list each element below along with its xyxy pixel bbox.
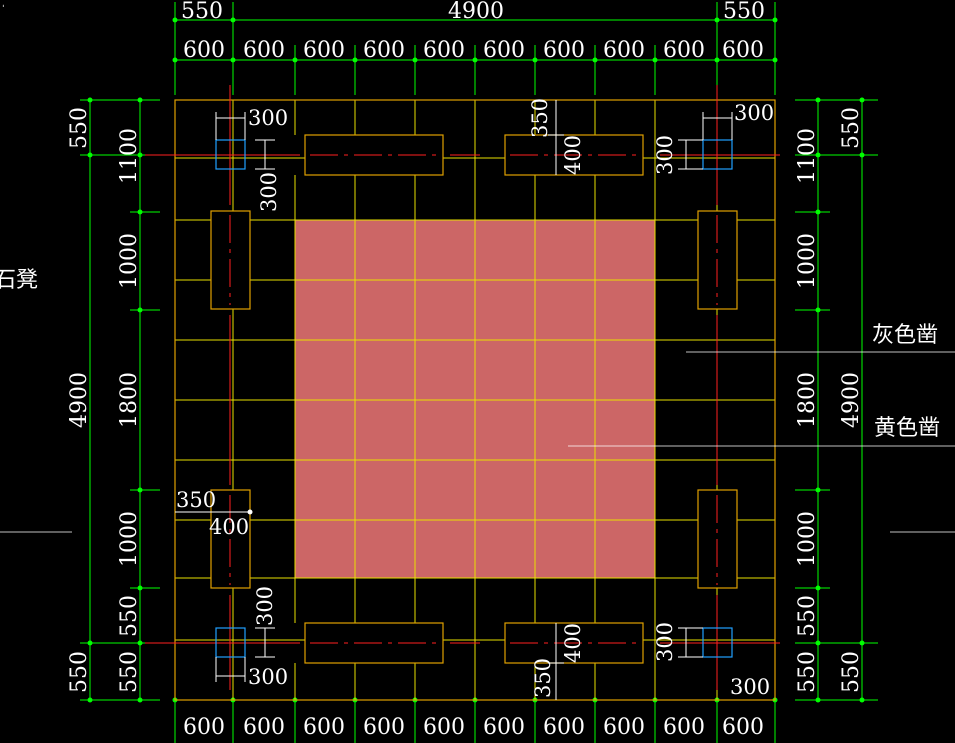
dim-pier-top-right-height: 300 (653, 135, 677, 175)
dim-right-outer-top-edge: 550 (839, 107, 864, 149)
label-stone-bench: 石凳 (0, 268, 38, 293)
pier-boxes (215, 139, 733, 658)
center-lines (145, 85, 780, 690)
dim-bench-bottom-offset: 350 (531, 658, 555, 698)
label-yellow-stone: 黄色凿 (874, 416, 940, 441)
dim-left-row-1800: 1800 (117, 372, 142, 428)
dim-left-outer-total: 4900 (67, 372, 92, 428)
dim-pier-bottom-left-height: 300 (253, 586, 277, 626)
dim-pier-bottom-right-width: 300 (730, 675, 770, 699)
dim-bench-left-offset: 350 (176, 488, 216, 512)
dim-left-outer-top-edge: 550 (67, 107, 92, 149)
dim-left-row-1000-b: 1000 (117, 511, 142, 567)
detail-dim-lines (175, 100, 733, 700)
dim-top-grid-7: 600 (543, 38, 585, 63)
dim-top-grid-3: 600 (303, 38, 345, 63)
dim-bottom-grid-7: 600 (543, 715, 585, 740)
dim-left-row-1100: 1100 (117, 128, 142, 184)
dim-bottom-grid-6: 600 (483, 715, 525, 740)
dim-pier-bottom-right-height: 300 (653, 622, 677, 662)
dim-bottom-grid-8: 600 (603, 715, 645, 740)
dim-left-row-550-a: 550 (117, 595, 142, 637)
dim-top-left-edge: 550 (181, 0, 223, 24)
dim-right-outer-bottom-edge: 550 (839, 651, 864, 693)
dim-left-outer-bottom-edge: 550 (67, 651, 92, 693)
dim-right-row-1800: 1800 (795, 372, 820, 428)
dim-bottom-grid-9: 600 (663, 715, 705, 740)
dim-top-grid-1: 600 (183, 38, 225, 63)
dim-top-grid-10: 600 (722, 38, 764, 63)
dim-bottom-grid-10: 600 (722, 715, 764, 740)
dim-right-row-1000-a: 1000 (795, 233, 820, 289)
dim-right-outer-total: 4900 (839, 372, 864, 428)
dim-bottom-grid-4: 600 (363, 715, 405, 740)
dim-bottom-grid-3: 600 (303, 715, 345, 740)
dim-bench-bottom-height: 400 (561, 623, 585, 663)
dim-pier-bottom-left-width: 300 (248, 665, 288, 689)
dim-top-grid-5: 600 (423, 38, 465, 63)
corner-fragment: ˌ (2, 0, 4, 9)
dim-top-grid-8: 600 (603, 38, 645, 63)
dim-pier-top-right-width: 300 (734, 101, 774, 125)
dim-bottom-grid-1: 600 (183, 715, 225, 740)
dim-left-row-1000-a: 1000 (117, 233, 142, 289)
dim-bench-top-offset: 350 (528, 98, 552, 138)
leader-lines (0, 351, 955, 533)
dim-top-grid-2: 600 (243, 38, 285, 63)
label-gray-stone: 灰色凿 (872, 323, 938, 348)
dim-right-row-1100: 1100 (795, 128, 820, 184)
dim-top-right-edge: 550 (723, 0, 765, 24)
dim-right-row-1000-b: 1000 (795, 511, 820, 567)
dim-top-grid-6: 600 (483, 38, 525, 63)
dim-bench-left-height: 400 (209, 515, 249, 539)
dim-pier-top-left-width: 300 (248, 106, 288, 130)
dim-bench-top-height: 400 (561, 135, 585, 175)
dim-bottom-grid-2: 600 (243, 715, 285, 740)
dim-right-row-550-b: 550 (795, 651, 820, 693)
dim-pier-top-left-height: 300 (257, 172, 281, 212)
dim-bottom-grid-5: 600 (423, 715, 465, 740)
dim-top-grid-4: 600 (363, 38, 405, 63)
dim-top-total: 4900 (448, 0, 504, 24)
dim-right-row-550-a: 550 (795, 595, 820, 637)
dim-left-row-550-b: 550 (117, 651, 142, 693)
dim-top-grid-9: 600 (663, 38, 705, 63)
